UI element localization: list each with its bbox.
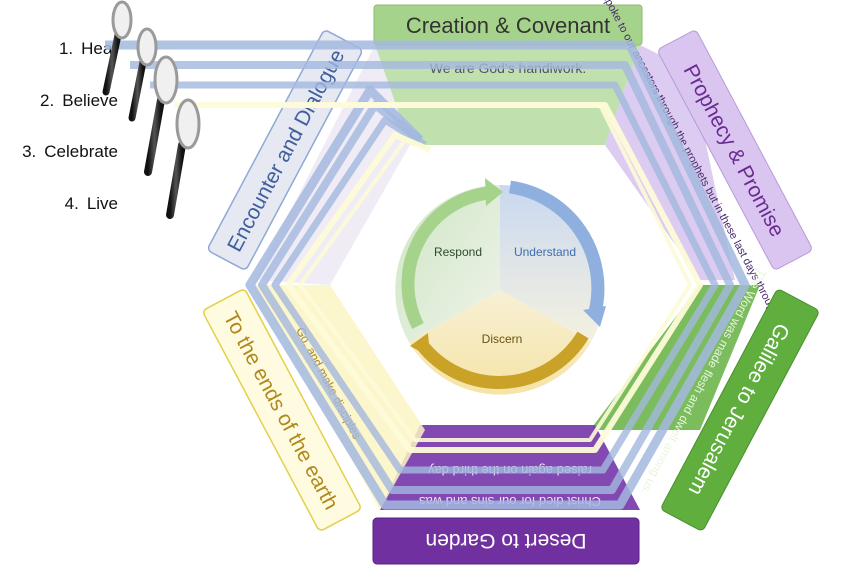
creation-title: Creation & Covenant xyxy=(406,13,610,38)
magnifier-handle xyxy=(102,31,122,96)
magnifier-handle xyxy=(128,58,147,122)
respond-label: Respond xyxy=(434,245,482,259)
step-number: 1. xyxy=(58,39,74,58)
magnifier-lens-icon xyxy=(111,0,133,40)
understand-arrow xyxy=(509,180,605,314)
magnifier-hear xyxy=(102,0,133,96)
galilee-title-box xyxy=(661,289,819,531)
respond-sector xyxy=(395,185,500,342)
step-number: 2. xyxy=(40,91,55,110)
step-number: 4. xyxy=(64,194,79,213)
understand-label: Understand xyxy=(514,245,576,259)
respond-arrow xyxy=(401,186,489,329)
step-believe: 2. Believe xyxy=(0,91,118,111)
step-label: Celebrate xyxy=(44,142,118,161)
segment-creation: Creation & Covenant We are God's handiwo… xyxy=(373,4,643,145)
path-band-inner xyxy=(220,103,692,442)
ends-title-box xyxy=(203,289,361,531)
path-band-hear xyxy=(105,40,750,510)
magnifier-lens-icon xyxy=(136,27,158,67)
encounter-title-box xyxy=(207,30,363,270)
creation-band xyxy=(375,45,640,145)
magnifier-handle xyxy=(144,96,165,176)
step-number: 3. xyxy=(22,142,37,161)
magnifier-handle xyxy=(166,141,186,219)
magnifier-lens-icon xyxy=(153,55,179,105)
step-live: 4. Live xyxy=(0,194,118,214)
understand-arrow-head xyxy=(583,306,606,327)
discern-arrow xyxy=(416,331,589,389)
discern-label: Discern xyxy=(482,332,523,346)
magnifier-lens-icon xyxy=(175,98,201,150)
path-band-celebrate xyxy=(150,81,719,474)
magnifier-believe xyxy=(128,27,158,122)
cycle-center: Respond Understand Discern xyxy=(395,178,606,395)
step-label: Believe xyxy=(62,91,118,110)
desert-title: Desert to Garden xyxy=(425,529,586,552)
prophecy-title-box xyxy=(658,30,812,270)
magnifier-live xyxy=(166,98,201,219)
path-bands xyxy=(105,40,750,510)
step-celebrate: 3. Celebrate xyxy=(0,142,118,162)
respond-arrow-head xyxy=(485,178,503,206)
path-band-live xyxy=(175,102,703,453)
step-label: Live xyxy=(86,194,118,213)
steps-list: 1.Hear 2.Believe 3.Celebrate 4.Live xyxy=(0,0,130,230)
path-band-believe xyxy=(130,61,734,494)
discern-arrow-head xyxy=(410,333,430,357)
magnifier-celebrate xyxy=(144,55,179,176)
desert-title-box xyxy=(372,517,640,565)
